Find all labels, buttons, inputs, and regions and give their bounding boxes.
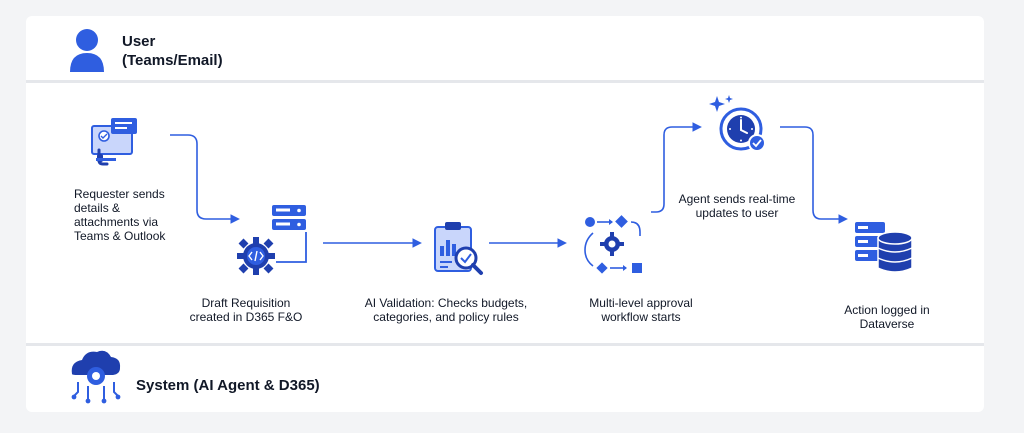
user-lane-title-line2: (Teams/Email) bbox=[122, 52, 223, 69]
caption-line: Action logged in bbox=[844, 303, 930, 317]
system-lane-separator bbox=[26, 343, 984, 346]
caption-line: created in D365 F&O bbox=[189, 310, 303, 324]
server-code-gear-icon bbox=[237, 205, 307, 275]
screen-chat-touch-icon bbox=[91, 118, 137, 166]
user-lane-separator bbox=[26, 80, 984, 83]
step-approval-caption: Multi-level approval workflow starts bbox=[566, 296, 716, 324]
caption-line: Multi-level approval bbox=[589, 296, 693, 310]
clipboard-chart-check-icon bbox=[434, 222, 483, 275]
connector-request-to-draft bbox=[170, 134, 240, 224]
person-icon bbox=[70, 29, 104, 72]
caption-line: AI Validation: Checks budgets, bbox=[364, 296, 528, 310]
step-updates-caption: Agent sends real-time updates to user bbox=[662, 192, 812, 220]
caption-line: updates to user bbox=[695, 206, 779, 220]
caption-line: Dataverse bbox=[859, 317, 915, 331]
user-lane-title-line1: User bbox=[122, 33, 156, 50]
step-logged-caption: Action logged in Dataverse bbox=[822, 303, 952, 331]
caption-line: Requester sends bbox=[74, 187, 165, 201]
caption-line: workflow starts bbox=[601, 310, 681, 324]
step-draft-caption: Draft Requisition created in D365 F&O bbox=[166, 296, 326, 324]
user-lane-title: User (Teams/Email) bbox=[122, 32, 223, 70]
database-server-icon bbox=[855, 222, 913, 273]
caption-line: Teams & Outlook bbox=[74, 229, 166, 243]
system-lane-title: System (AI Agent & D365) bbox=[136, 377, 320, 394]
caption-line: details & bbox=[74, 201, 121, 215]
swimlane-diagram bbox=[26, 16, 984, 412]
step-validation-caption: AI Validation: Checks budgets, categorie… bbox=[348, 296, 544, 324]
cloud-gear-icon bbox=[71, 350, 121, 404]
connector-updates-to-logged bbox=[780, 126, 848, 224]
caption-line: categories, and policy rules bbox=[373, 310, 519, 324]
caption-line: attachments via bbox=[74, 215, 159, 229]
step-request-caption: Requester sends details & attachments vi… bbox=[74, 187, 165, 243]
caption-line: Agent sends real-time bbox=[678, 192, 796, 206]
connector-approval-to-updates bbox=[651, 122, 702, 213]
clock-sparkle-check-icon bbox=[709, 95, 766, 152]
workflow-icon bbox=[584, 215, 642, 274]
caption-line: Draft Requisition bbox=[201, 296, 291, 310]
